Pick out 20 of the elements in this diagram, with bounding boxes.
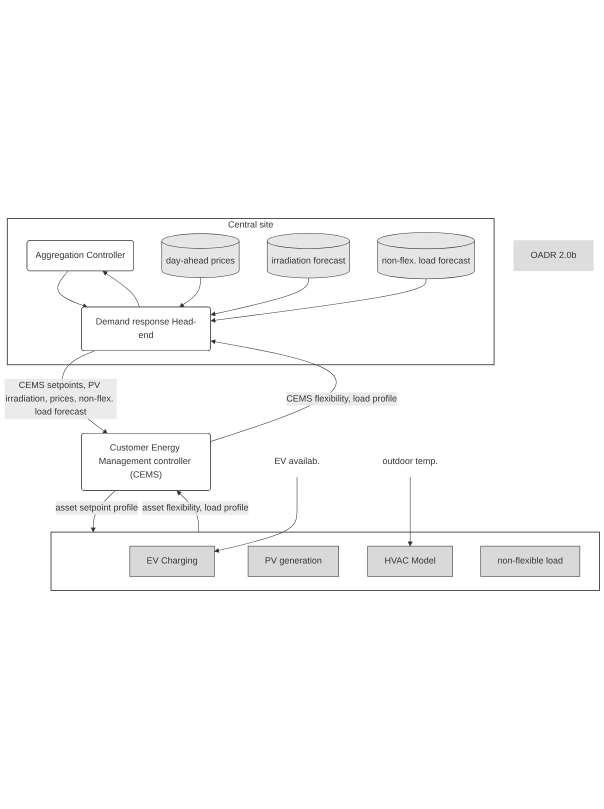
edge-label: asset setpoint profile xyxy=(56,502,138,513)
arrow xyxy=(210,339,337,442)
arrow xyxy=(58,270,88,308)
node-box: HVAC Model xyxy=(367,546,453,577)
node-text: outdoor temp. xyxy=(382,456,438,466)
arrow xyxy=(210,278,426,323)
node-box: OADR 2.0b xyxy=(513,240,594,272)
node-box: non-flexible load xyxy=(480,546,580,577)
edge-label: CEMS flexibility, load profile xyxy=(286,394,397,404)
node-text: EV availab. xyxy=(274,456,320,466)
arrow xyxy=(179,277,201,308)
arrow xyxy=(102,270,140,308)
node-box: EV Charging xyxy=(130,546,215,577)
edge-label: asset flexibility, load profile xyxy=(142,503,248,513)
cluster xyxy=(50,532,600,591)
arrow xyxy=(210,278,309,316)
edge-label: CEMS setpoints, PV irradiation, prices, non-flex. load forecast xyxy=(5,380,114,417)
arrow xyxy=(214,476,298,553)
arrow xyxy=(408,476,413,546)
node-box: PV generation xyxy=(248,546,339,577)
